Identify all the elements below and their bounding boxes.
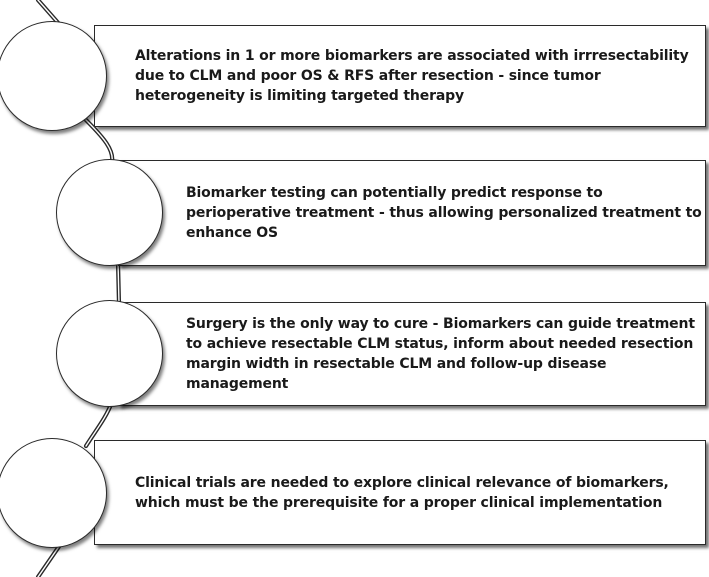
step-circle-2 (56, 159, 163, 266)
step-box-4: Clinical trials are needed to explore cl… (94, 440, 706, 545)
step-circle-3 (56, 300, 163, 407)
step-circle-4 (0, 438, 107, 548)
step-text-1: Alterations in 1 or more biomarkers are … (135, 48, 689, 104)
step-box-3: Surgery is the only way to cure - Biomar… (118, 302, 706, 406)
step-text-4: Clinical trials are needed to explore cl… (135, 474, 669, 511)
step-circle-1 (0, 21, 107, 131)
step-box-1: Alterations in 1 or more biomarkers are … (94, 25, 706, 127)
step-box-2: Biomarker testing can potentially predic… (118, 160, 706, 266)
step-text-2: Biomarker testing can potentially predic… (186, 185, 702, 241)
step-text-3: Surgery is the only way to cure - Biomar… (186, 316, 695, 392)
